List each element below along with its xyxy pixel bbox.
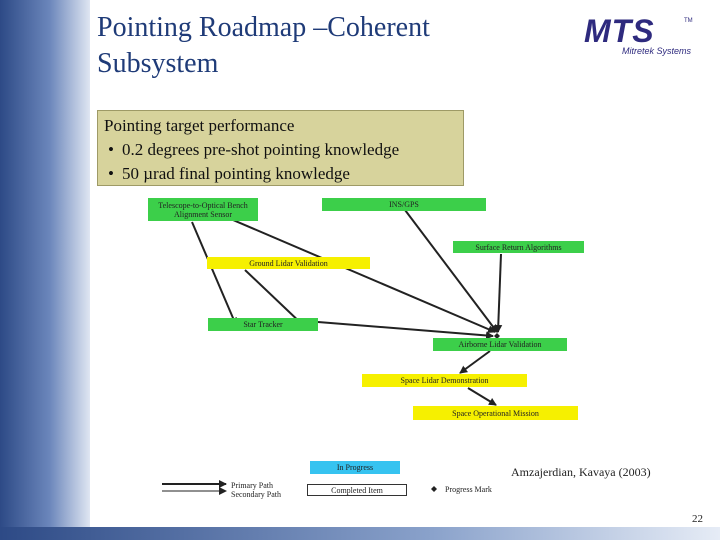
performance-item: 0.2 degrees pre-shot pointing knowledge xyxy=(104,138,457,162)
arrow-startracker-to-airborne xyxy=(317,321,494,340)
arrow-surface-to-airborne xyxy=(494,253,503,333)
page-number: 22 xyxy=(692,513,703,525)
performance-item: 50 µrad final pointing knowledge xyxy=(104,162,457,186)
arrow-airborne-to-spacedemo xyxy=(459,350,491,374)
node-ins-gps: INS/GPS xyxy=(322,198,486,211)
logo-subtitle: Mitretek Systems xyxy=(622,46,692,56)
legend-in-progress-box: In Progress xyxy=(310,461,400,474)
arrow-spacedemo-to-operational xyxy=(467,387,497,406)
node-airborne-lidar-validation: Airborne Lidar Validation xyxy=(433,338,567,351)
performance-heading: Pointing target performance xyxy=(104,116,295,135)
legend-completed-item-box: Completed Item xyxy=(307,484,407,496)
arrow-telescope-to-airborne xyxy=(204,207,496,333)
node-surface-return-algorithms: Surface Return Algorithms xyxy=(453,241,584,253)
mitretek-logo: MTS TM Mitretek Systems xyxy=(584,13,693,56)
legend-secondary-path-label: Secondary Path xyxy=(231,490,281,499)
arrow-telescope-to-startracker xyxy=(191,221,237,326)
arrow-ins-to-airborne xyxy=(404,209,498,333)
performance-list: 0.2 degrees pre-shot pointing knowledge … xyxy=(104,138,457,186)
legend-progress-mark xyxy=(431,486,437,492)
node-ground-lidar-validation: Ground Lidar Validation xyxy=(207,257,370,269)
legend-progress-mark-label: Progress Mark xyxy=(445,485,492,494)
legend-primary-path-label: Primary Path xyxy=(231,481,273,490)
citation: Amzajerdian, Kavaya (2003) xyxy=(511,465,651,479)
progress-mark-airborne xyxy=(494,333,500,339)
left-gradient-bar xyxy=(0,0,90,540)
logo-letters: MTS xyxy=(584,13,655,49)
arrow-ground-to-startracker xyxy=(244,269,306,328)
node-star-tracker: Star Tracker xyxy=(208,318,318,331)
slide-title: Pointing Roadmap –Coherent Subsystem xyxy=(97,12,430,79)
node-telescope-alignment-sensor: Telescope-to-Optical Bench Alignment Sen… xyxy=(148,198,258,221)
performance-target-box: Pointing target performance 0.2 degrees … xyxy=(97,110,464,186)
bottom-gradient-bar xyxy=(0,527,720,540)
logo-tm: TM xyxy=(684,18,693,24)
node-space-lidar-demonstration: Space Lidar Demonstration xyxy=(362,374,527,387)
node-space-operational-mission: Space Operational Mission xyxy=(413,406,578,420)
